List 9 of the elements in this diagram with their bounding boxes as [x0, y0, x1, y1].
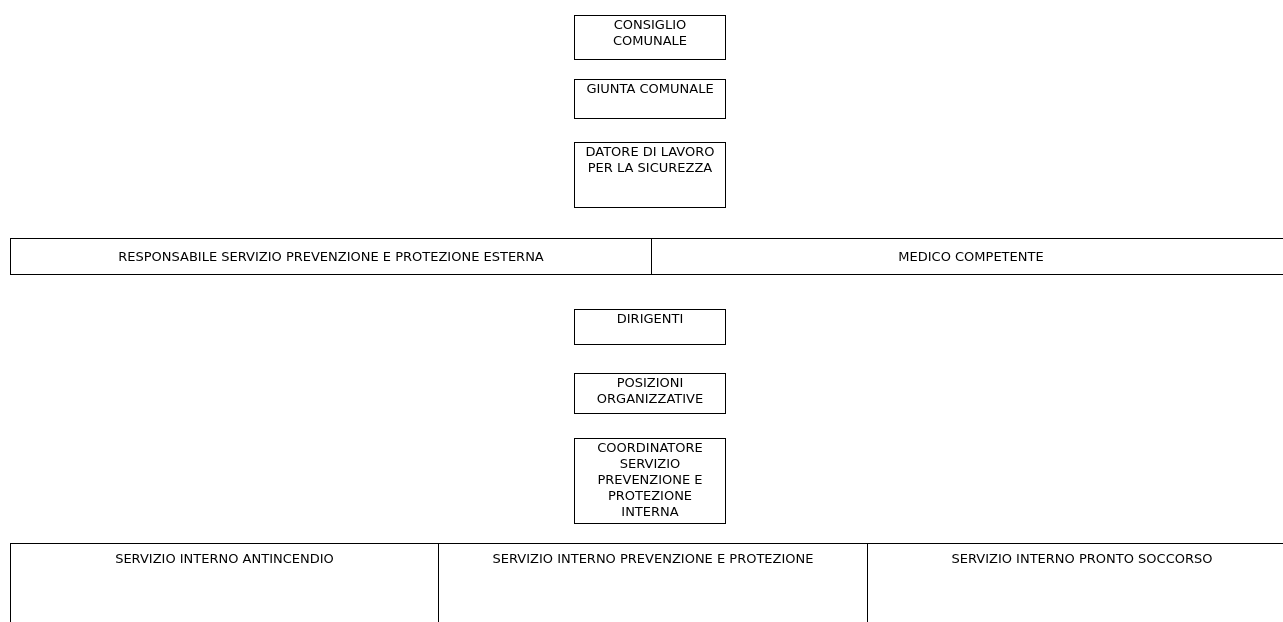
org-box: GIUNTA COMUNALE — [574, 79, 726, 119]
org-box: COORDINATORE SERVIZIO PREVENZIONE E PROTEZIONE INTERNA — [574, 438, 726, 524]
org-box: CONSIGLIO COMUNALE — [574, 15, 726, 60]
org-box: DATORE DI LAVORO PER LA SICUREZZA — [574, 142, 726, 208]
org-box: RESPONSABILE SERVIZIO PREVENZIONE E PROTEZIONE ESTERNA — [10, 238, 652, 275]
org-box: MEDICO COMPETENTE — [651, 238, 1283, 275]
org-box: DIRIGENTI — [574, 309, 726, 345]
org-box: POSIZIONI ORGANIZZATIVE — [574, 373, 726, 414]
org-box: SERVIZIO INTERNO ANTINCENDIO — [10, 543, 439, 622]
